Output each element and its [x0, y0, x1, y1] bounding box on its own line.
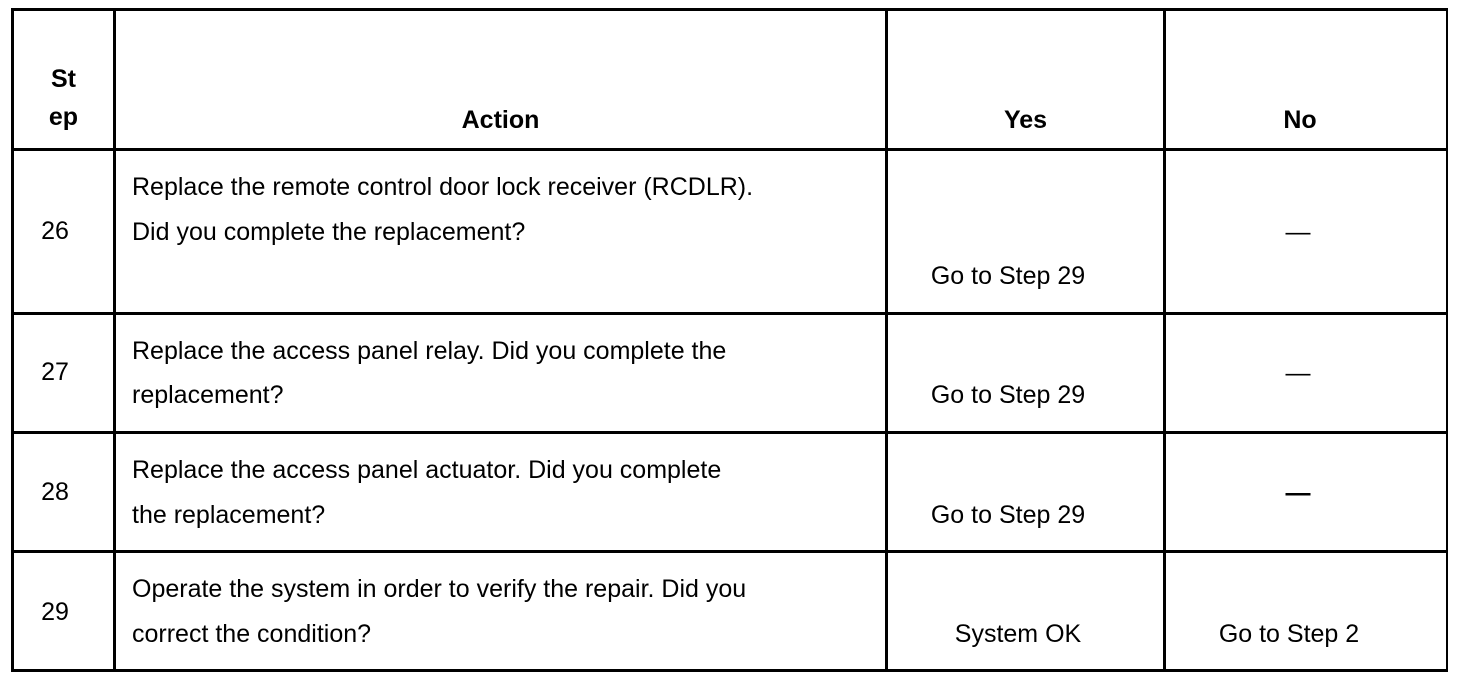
column-divider — [1163, 8, 1166, 672]
action-text-line: Operate the system in order to verify th… — [132, 575, 747, 603]
header-step: St ep — [48, 65, 79, 131]
action-text-line: Replace the remote control door lock rec… — [132, 173, 754, 201]
no-result: — — [1285, 218, 1311, 246]
yes-result: Go to Step 29 — [930, 501, 1086, 529]
header-action: Action — [461, 106, 540, 134]
column-divider — [113, 8, 116, 672]
action-text-line: Replace the access panel actuator. Did y… — [132, 456, 722, 484]
action-text-line: Did you complete the replacement? — [132, 218, 526, 246]
action-text-line: the replacement? — [132, 501, 326, 529]
action-text-line: Replace the access panel relay. Did you … — [132, 337, 727, 365]
row-divider — [11, 148, 1448, 151]
column-divider — [885, 8, 888, 672]
yes-result: Go to Step 29 — [930, 262, 1086, 290]
header-yes: Yes — [1003, 106, 1048, 134]
no-result: — — [1285, 479, 1311, 507]
action-text-line: replacement? — [132, 381, 284, 409]
step-number: 28 — [41, 478, 69, 506]
diagnostic-table — [11, 8, 1448, 672]
row-divider — [11, 550, 1448, 553]
yes-result: System OK — [954, 620, 1082, 648]
yes-result: Go to Step 29 — [930, 381, 1086, 409]
step-number: 26 — [41, 217, 69, 245]
no-result: — — [1285, 359, 1311, 387]
no-result: Go to Step 2 — [1218, 620, 1360, 648]
action-text-line: correct the condition? — [132, 620, 372, 648]
header-no: No — [1283, 106, 1317, 134]
row-divider — [11, 312, 1448, 315]
row-divider — [11, 431, 1448, 434]
step-number: 27 — [41, 358, 69, 386]
step-number: 29 — [41, 598, 69, 626]
